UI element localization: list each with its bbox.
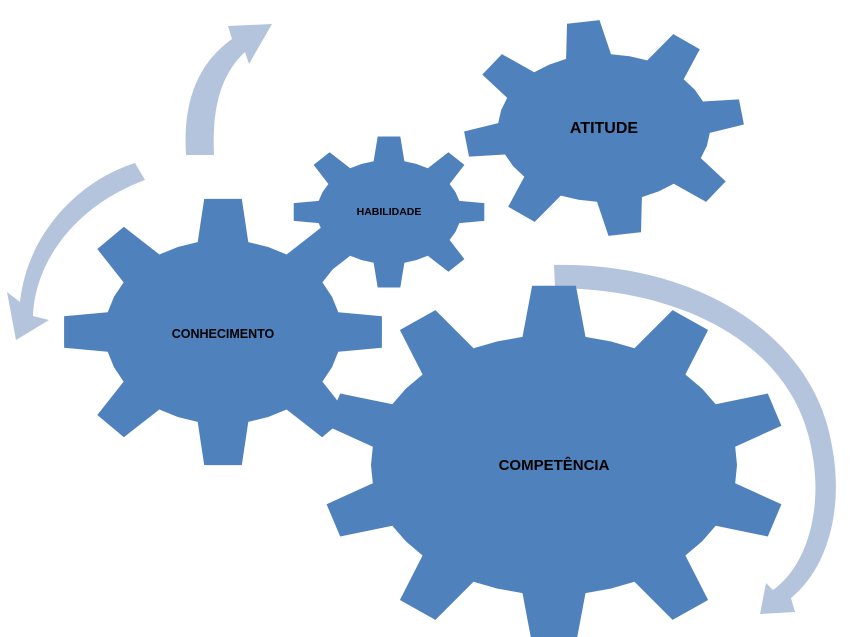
gears xyxy=(64,20,782,637)
gear-conhecimento xyxy=(64,198,382,466)
gear-label-competencia: COMPETÊNCIA xyxy=(499,456,610,474)
arrow-left-curve xyxy=(7,163,145,340)
arrow-right-curve xyxy=(554,264,836,614)
gear-label-habilidade: HABILIDADE xyxy=(357,206,422,218)
gear-label-conhecimento: CONHECIMENTO xyxy=(172,327,275,341)
gear-habilidade xyxy=(293,136,485,288)
gear-competencia xyxy=(326,285,782,637)
gear-label-atitude: ATITUDE xyxy=(570,120,638,137)
arrows xyxy=(7,24,836,614)
arrow-top-curve xyxy=(185,24,272,155)
gear-atitude xyxy=(464,20,744,236)
